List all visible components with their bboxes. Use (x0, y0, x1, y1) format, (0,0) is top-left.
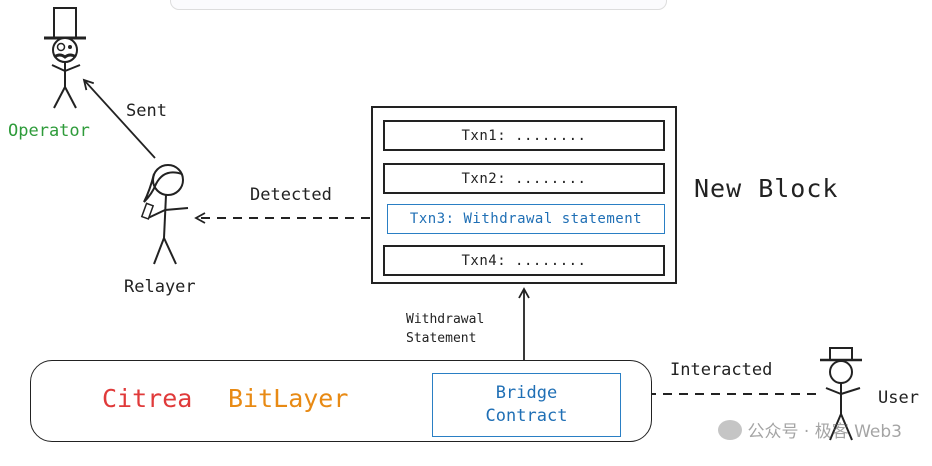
bitlayer-label: BitLayer (228, 384, 349, 413)
wechat-icon (717, 419, 742, 440)
bridge-line1: Bridge (495, 383, 558, 403)
user-figure-icon (820, 347, 862, 441)
interacted-label: Interacted (670, 360, 773, 380)
withdrawal-statement-label: Withdrawal Statement (406, 312, 485, 346)
bridge-contract: Bridge Contract (432, 373, 621, 437)
bridge-line2: Contract (485, 406, 568, 426)
new-block-title: New Block (694, 174, 839, 203)
relayer-figure-icon (140, 164, 189, 265)
watermark-text: 公众号 · 极客 Web3 (747, 422, 903, 442)
detected-label: Detected (250, 185, 332, 205)
operator-label: Operator (8, 121, 90, 141)
new-block: Txn1: ........ Txn2: ........ Txn3: With… (371, 106, 677, 284)
txn1: Txn1: ........ (383, 120, 665, 151)
txn4: Txn4: ........ (383, 245, 665, 276)
txn3-withdrawal: Txn3: Withdrawal statement (387, 204, 665, 234)
sent-arrow (82, 78, 156, 159)
txn2: Txn2: ........ (383, 163, 665, 194)
operator-figure-icon (44, 7, 86, 109)
user-label: User (878, 388, 919, 408)
citrea-label: Citrea (102, 384, 193, 413)
sent-label: Sent (126, 101, 167, 121)
watermark: 公众号 · 极客 Web3 (717, 417, 903, 442)
relayer-label: Relayer (124, 277, 196, 297)
